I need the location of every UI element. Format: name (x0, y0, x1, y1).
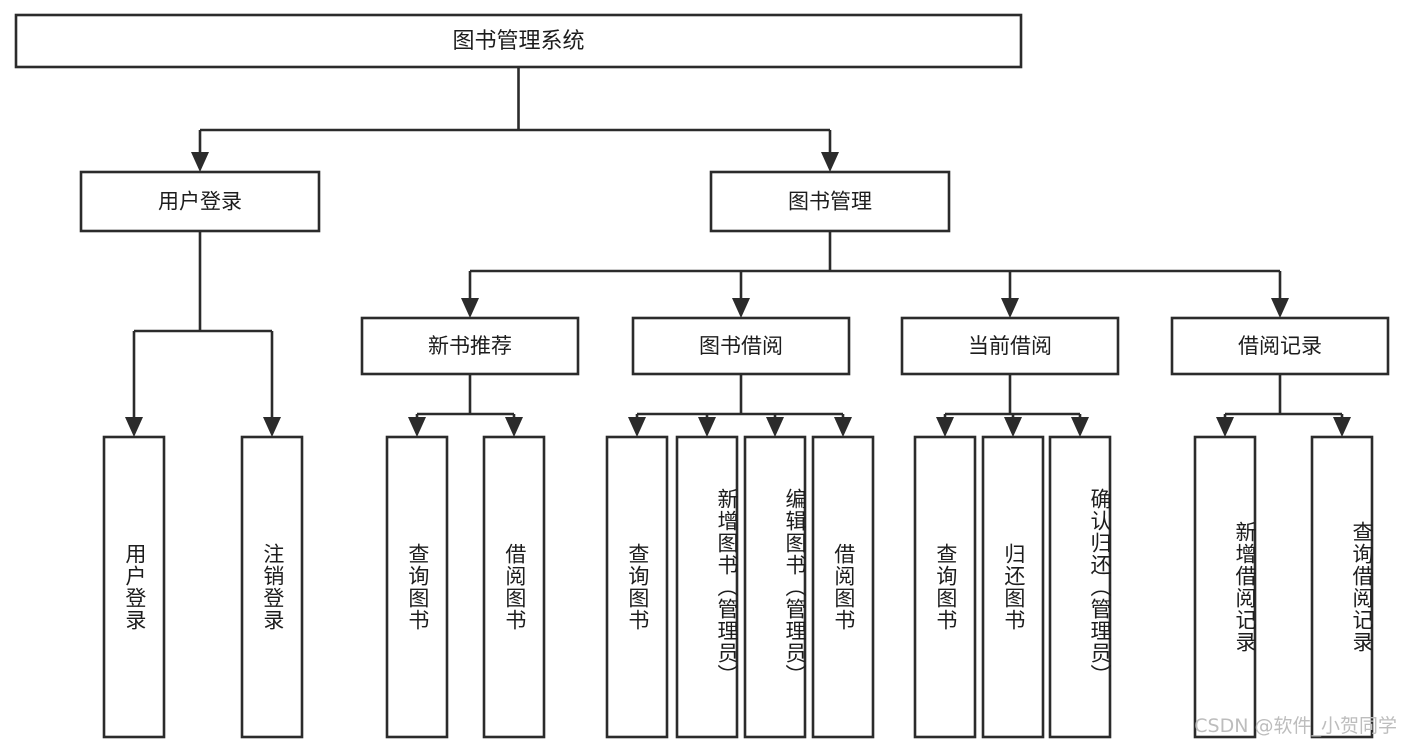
arrow-head-icon (732, 298, 750, 318)
node-label-borrow-record: 借阅记录 (1238, 334, 1322, 358)
connector-layer (125, 67, 1351, 437)
node-label-current-borrow: 当前借阅 (968, 334, 1052, 358)
node-label-new-book-rec: 新书推荐 (428, 334, 512, 358)
node-box-borrow-record[interactable] (1170, 316, 1390, 376)
arrow-head-icon (1071, 417, 1089, 437)
node-box-leaf-query-book-rec[interactable] (385, 435, 449, 739)
node-label-root: 图书管理系统 (452, 29, 584, 54)
arrow-head-icon (191, 152, 209, 172)
arrow-head-icon (263, 417, 281, 437)
node-box-leaf-borrow-book-bb[interactable] (811, 435, 875, 739)
node-label-book-borrow: 图书借阅 (699, 334, 783, 358)
arrow-head-icon (1216, 417, 1234, 437)
arrow-head-icon (1271, 298, 1289, 318)
node-box-leaf-add-record[interactable] (1193, 435, 1257, 739)
node-box-leaf-borrow-book-rec[interactable] (482, 435, 546, 739)
arrow-head-icon (766, 417, 784, 437)
arrow-head-icon (698, 417, 716, 437)
csdn-watermark: CSDN @软件_小贺同学 (1194, 715, 1397, 737)
node-box-leaf-confirm-return[interactable] (1048, 435, 1112, 739)
arrow-head-icon (1004, 417, 1022, 437)
arrow-head-icon (936, 417, 954, 437)
node-box-leaf-return-book[interactable] (981, 435, 1045, 739)
arrow-head-icon (408, 417, 426, 437)
node-label-user-login: 用户登录 (158, 190, 242, 214)
node-box-leaf-edit-book[interactable] (743, 435, 807, 739)
node-box-leaf-user-login[interactable] (102, 435, 166, 739)
node-box-book-borrow[interactable] (631, 316, 851, 376)
node-box-book-manage[interactable] (709, 170, 951, 233)
node-box-leaf-query-record[interactable] (1310, 435, 1374, 739)
node-box-leaf-logout[interactable] (240, 435, 304, 739)
arrow-head-icon (125, 417, 143, 437)
node-box-new-book-rec[interactable] (360, 316, 580, 376)
arrow-head-icon (505, 417, 523, 437)
node-box-leaf-query-book-cb[interactable] (913, 435, 977, 739)
node-box-current-borrow[interactable] (900, 316, 1120, 376)
node-box-root[interactable] (14, 13, 1023, 69)
arrow-head-icon (834, 417, 852, 437)
arrow-head-icon (461, 298, 479, 318)
node-box-leaf-query-book-bb[interactable] (605, 435, 669, 739)
box-layer (14, 13, 1390, 739)
node-label-book-manage: 图书管理 (788, 190, 872, 214)
arrow-head-icon (1001, 298, 1019, 318)
arrow-head-icon (1333, 417, 1351, 437)
arrow-head-icon (628, 417, 646, 437)
arrow-head-icon (821, 152, 839, 172)
node-box-user-login[interactable] (79, 170, 321, 233)
node-box-leaf-add-book[interactable] (675, 435, 739, 739)
